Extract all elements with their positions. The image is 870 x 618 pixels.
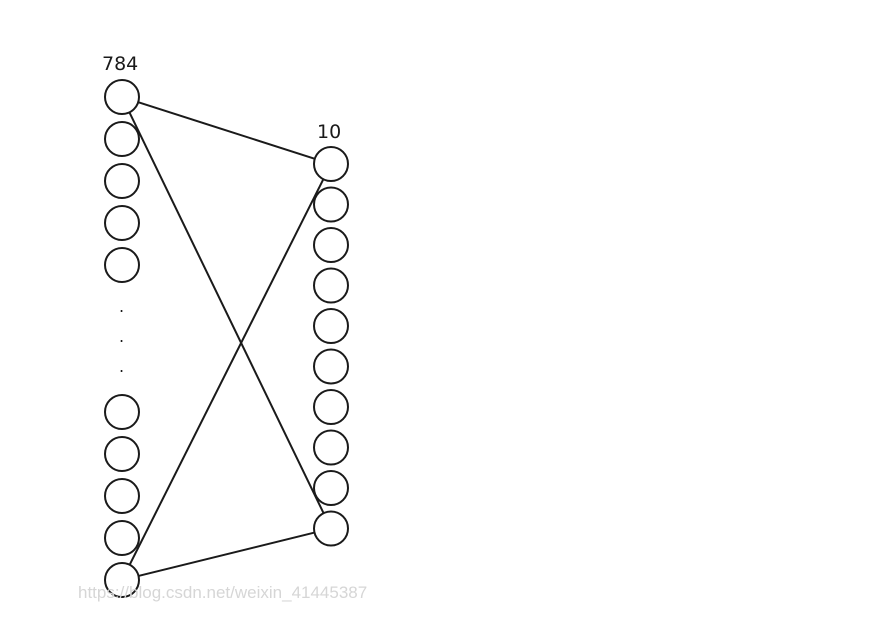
output-neuron <box>313 470 349 506</box>
output-neuron <box>313 348 349 385</box>
connection-line <box>137 101 316 160</box>
input-neuron <box>104 394 140 430</box>
input-layer-label: 784 <box>102 53 138 75</box>
output-neuron <box>313 429 349 466</box>
connection-line <box>128 111 325 514</box>
ellipsis-dot: . <box>119 327 124 346</box>
input-layer: 784 <box>102 53 140 598</box>
output-layer-label: 10 <box>317 121 341 143</box>
output-neuron <box>313 267 349 304</box>
input-neuron <box>104 520 140 556</box>
output-neuron <box>313 146 349 182</box>
input-neuron <box>104 163 140 199</box>
input-neuron <box>104 478 140 514</box>
ellipsis-dot: . <box>119 357 124 376</box>
input-ellipsis: . . . <box>119 297 124 376</box>
output-neuron <box>313 510 349 547</box>
output-neuron <box>313 227 349 263</box>
input-neuron <box>104 562 140 598</box>
ellipsis-dot: . <box>119 297 124 316</box>
input-neuron <box>104 436 140 472</box>
input-neuron <box>104 79 140 115</box>
input-neuron <box>104 247 140 283</box>
output-layer: 10 <box>313 121 349 547</box>
connections <box>128 101 325 577</box>
input-neuron <box>104 205 140 241</box>
output-neuron <box>313 308 349 344</box>
output-neuron <box>313 389 349 425</box>
input-neuron <box>104 121 140 157</box>
output-neuron <box>313 186 349 223</box>
connection-line <box>128 178 325 566</box>
watermark-text: https://blog.csdn.net/weixin_41445387 <box>78 583 368 602</box>
connection-line <box>138 531 315 577</box>
